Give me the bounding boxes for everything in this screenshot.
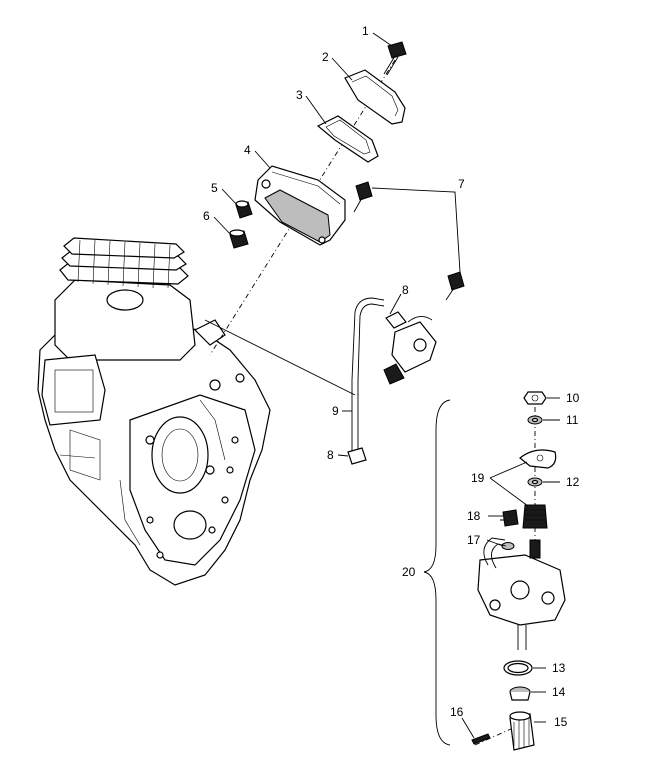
part-11-washer [527,415,543,425]
callout-1: 1 [362,24,369,38]
part-13-o-ring [503,660,533,676]
part-9-oil-line [351,297,385,455]
part-19-spring [522,504,548,529]
callout-11: 11 [566,413,579,427]
callout-17: 17 [467,533,481,547]
callout-4: 4 [244,143,251,157]
part-10-nut [523,391,547,405]
part-20-oil-pump-assembly [477,537,566,650]
part-4-housing [254,165,346,246]
callout-8-lower: 8 [327,448,334,462]
callout-13: 13 [552,661,566,675]
callout-7: 7 [458,177,465,191]
callout-9: 9 [332,404,339,418]
part-14-seal [509,686,531,701]
callout-19: 19 [471,471,485,485]
callout-5: 5 [211,181,218,195]
callout-10: 10 [566,391,580,405]
part-12-washer [527,477,543,487]
part-5-cap [235,200,253,219]
callout-15: 15 [554,715,568,729]
part-6-filter [229,229,249,249]
part-18-bolt [502,509,519,527]
cylinder-cooling-fins [59,237,189,289]
part-8-clamp-lower [347,447,367,465]
part-19-pump-lever [519,449,557,469]
part-16-pin [471,733,491,745]
callout-14: 14 [552,685,566,699]
part-8-clamp-upper [385,311,407,329]
callout-12: 12 [566,475,580,489]
leader-lines [213,32,560,739]
callout-18: 18 [467,509,481,523]
part-17-washer [501,542,515,550]
part-20-brace [423,399,451,746]
engine-crankcase-assembly [37,237,271,586]
part-3-gasket [316,115,379,163]
callout-20: 20 [402,565,416,579]
oil-pump-body [383,316,437,385]
callout-3: 3 [296,88,303,102]
callout-16: 16 [450,705,464,719]
part-1-bolt [383,41,407,76]
callout-2: 2 [322,50,329,64]
callout-labels: 1 2 3 4 5 6 7 8 9 8 10 11 19 12 18 17 20… [203,24,580,729]
part-15-drive-gear [509,711,535,751]
part-7-banjo-bolts [353,181,465,301]
callout-6: 6 [203,209,210,223]
callout-8-upper: 8 [402,283,409,297]
part-2-cover-plate [344,69,406,125]
